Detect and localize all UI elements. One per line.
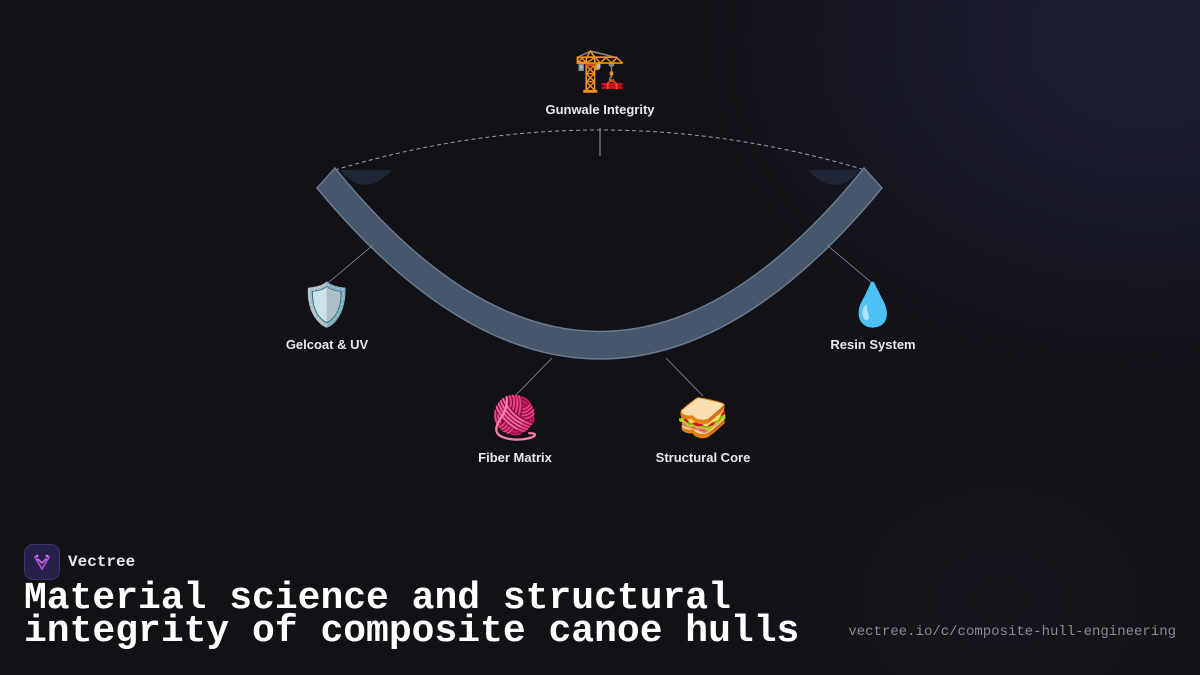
node-structural-core: 🥪 Structural Core (613, 393, 793, 466)
node-label: Structural Core (655, 450, 751, 465)
brand: Vectree (24, 544, 135, 580)
node-label: Resin System (830, 337, 916, 352)
node-gunwale-integrity: 🏗️ Gunwale Integrity (510, 45, 690, 118)
connector-left (327, 244, 374, 284)
connector-right (826, 244, 873, 284)
node-resin-system: 💧 Resin System (783, 280, 963, 353)
shield-icon: 🛡️ (300, 280, 354, 329)
node-label: Fiber Matrix (478, 450, 552, 465)
source-url[interactable]: vectree.io/c/composite-hull-engineering (848, 624, 1176, 640)
page-title: Material science and structural integrit… (24, 577, 800, 653)
node-label: Gelcoat & UV (285, 337, 369, 352)
sandwich-icon: 🥪 (676, 393, 730, 442)
droplet-icon: 💧 (846, 280, 900, 329)
node-label: Gunwale Integrity (545, 102, 655, 117)
node-fiber-matrix: 🧶 Fiber Matrix (425, 393, 605, 466)
connector-bottom-right (665, 357, 704, 397)
vectree-logo-icon (24, 544, 60, 580)
node-gelcoat-uv: 🛡️ Gelcoat & UV (237, 280, 417, 353)
gunwale-cap-right (808, 170, 860, 185)
gunwale-cap-left (340, 170, 392, 185)
connector-bottom-left (514, 357, 553, 397)
crane-icon: 🏗️ (573, 45, 627, 94)
hull-cross-section (316, 166, 883, 360)
brand-name: Vectree (68, 553, 136, 571)
yarn-icon: 🧶 (488, 393, 542, 442)
